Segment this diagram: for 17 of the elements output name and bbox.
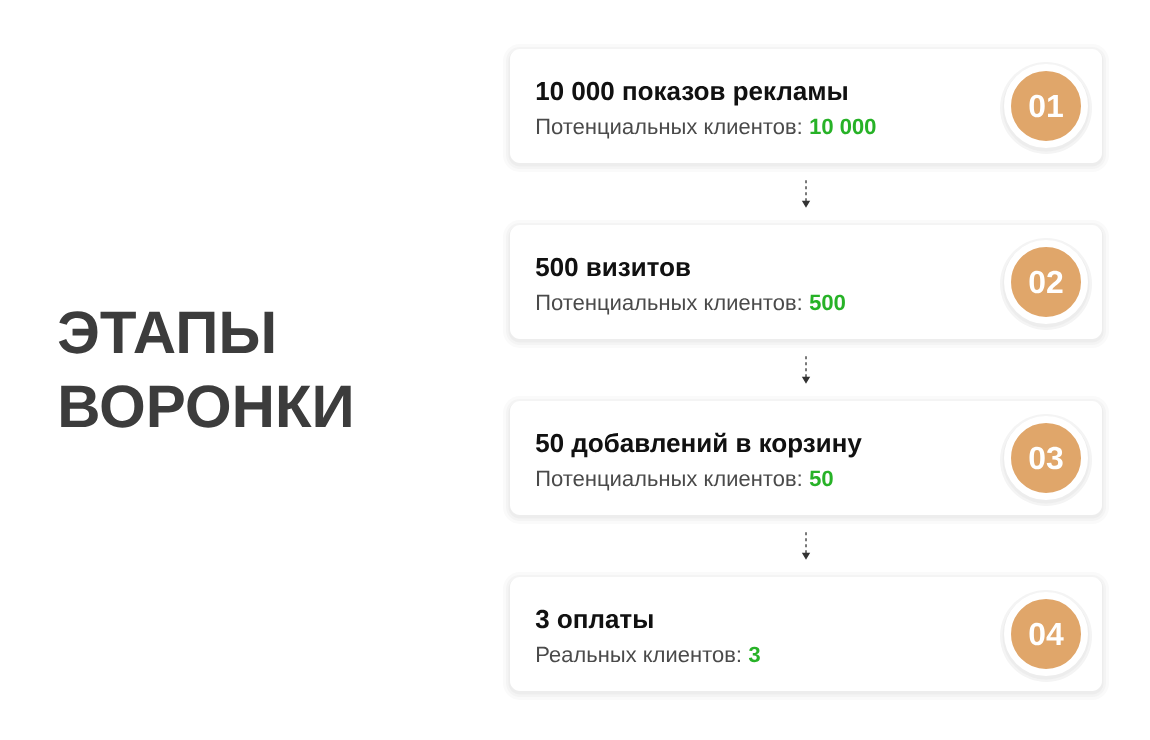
number-badge: 01 [1000, 62, 1092, 154]
title: ЭТАПЫ ВОРОНКИ [58, 311, 351, 428]
count-value: 10 000 [810, 118, 876, 135]
number-badge: 03 [1000, 414, 1092, 506]
count-value: 50 [809, 470, 833, 487]
count-value: 500 [809, 294, 845, 311]
step-title: 50 добавлений в корзину [536, 432, 862, 458]
step-title: 500 визитов [536, 257, 690, 277]
count-value: 3 [748, 646, 760, 663]
count-label: Реальных клиентов: [537, 646, 740, 663]
count-label: Потенциальных клиентов: [537, 470, 801, 491]
count-label: Потенциальных клиентов: [537, 294, 801, 315]
number-badge: 04 [1000, 590, 1092, 682]
step-title: 10 000 показов рекламы [536, 81, 847, 106]
step-title: 3 оплаты [535, 609, 653, 629]
number-badge: 02 [1000, 238, 1092, 330]
count-label: Потенциальных клиентов: [537, 118, 801, 139]
